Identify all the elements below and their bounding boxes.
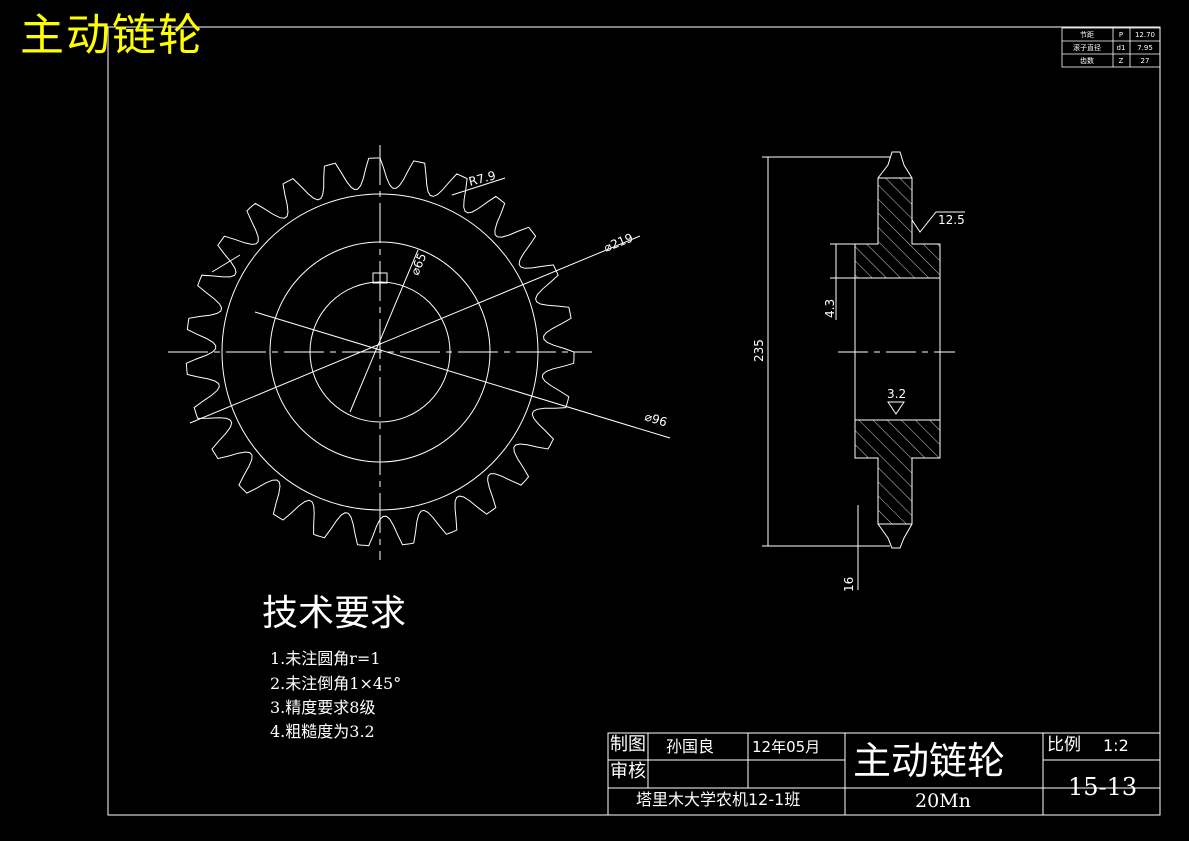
drawing-frame	[107, 26, 1161, 816]
param-symbol-1: d1	[1117, 44, 1126, 52]
tech-requirement-3: 3.精度要求8级	[270, 698, 376, 717]
title-block-scale-label: 比例	[1047, 735, 1081, 755]
param-value-2: 27	[1141, 57, 1150, 65]
dim-hub-dia: ⌀65	[408, 251, 429, 277]
title-block-school: 塔里木大学农机12-1班	[636, 790, 801, 809]
title-block-drawing-number: 15-13	[1068, 773, 1138, 801]
title-block-date: 12年05月	[752, 738, 821, 756]
title-block-drafter: 孙国良	[666, 737, 715, 756]
upper-tooth-tip	[877, 151, 913, 179]
dim-side-height: 235	[752, 339, 766, 362]
sprocket-tooth-outline	[185, 157, 575, 547]
param-value-1: 7.95	[1137, 44, 1153, 52]
drawing-title: 主动链轮	[20, 10, 204, 61]
param-symbol-0: P	[1119, 31, 1123, 39]
roughness-mid: 3.2	[887, 387, 906, 401]
param-name-1: 滚子直径	[1073, 43, 1101, 52]
section-upper	[854, 177, 941, 279]
sprocket-front-view	[168, 145, 671, 560]
title-block-scale-value: 1:2	[1103, 736, 1129, 755]
param-name-0: 节距	[1080, 31, 1094, 39]
title-block-draw-label: 制图	[610, 734, 646, 755]
param-value-0: 12.70	[1135, 31, 1155, 39]
section-lower	[854, 419, 941, 525]
title-block-part-name: 主动链轮	[853, 739, 1006, 783]
title-block-check-label: 审核	[610, 761, 646, 782]
dim-tooth-radius: R7.9	[467, 168, 497, 189]
param-name-2: 齿数	[1080, 56, 1094, 65]
dim-outer-dia: ⌀219	[602, 231, 635, 255]
tech-requirement-4: 4.粗糙度为3.2	[270, 722, 375, 741]
param-symbol-2: Z	[1119, 57, 1124, 65]
sprocket-side-section	[762, 151, 965, 590]
dim-bore-dia: ⌀96	[643, 409, 669, 429]
tech-requirement-2: 2.未注倒角1×45°	[270, 674, 402, 693]
title-block-material: 20Mn	[915, 790, 971, 812]
parameter-table	[1061, 27, 1161, 68]
dim-width: 16	[842, 577, 856, 592]
roughness-top: 12.5	[938, 213, 965, 227]
title-block	[607, 732, 1161, 816]
tech-requirements-title: 技术要求	[262, 593, 407, 634]
lower-tooth-tip	[877, 523, 913, 549]
dim-hub-step: 4.3	[823, 299, 837, 318]
tech-requirement-1: 1.未注圆角r=1	[270, 649, 381, 668]
